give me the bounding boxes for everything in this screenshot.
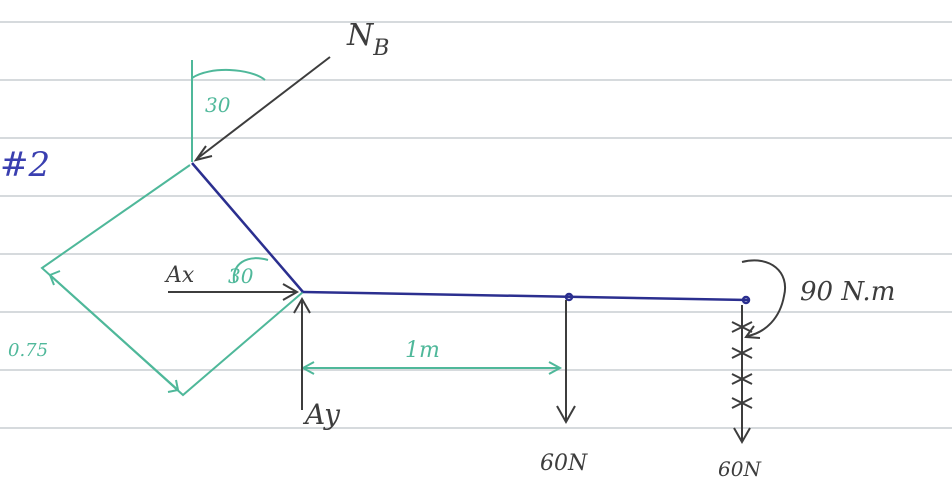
arrowhead xyxy=(733,427,751,445)
forces xyxy=(168,56,787,445)
reaction-y-label: Ay xyxy=(302,398,341,431)
reaction-x-label: Ax xyxy=(164,263,195,288)
span-dimension-label: 1m xyxy=(405,338,440,363)
arrowhead xyxy=(48,270,61,286)
arrowhead xyxy=(282,283,300,301)
dimension-line xyxy=(49,274,179,391)
load-point xyxy=(564,292,574,302)
span-dimension-arrow xyxy=(300,361,563,375)
arrowhead xyxy=(548,361,563,375)
moment-arc xyxy=(741,259,787,337)
beam-horizontal-segment xyxy=(302,290,749,302)
scribble-marks xyxy=(731,321,753,409)
angle-arc-top xyxy=(191,68,266,81)
normal-force-arrow xyxy=(197,56,331,159)
ruled-lines xyxy=(0,21,952,429)
end-load-label: 60N xyxy=(718,457,762,481)
beam xyxy=(191,162,751,305)
point-load-label: 60N xyxy=(540,451,588,476)
angle-arc-pin xyxy=(232,257,269,283)
labels: NB 30 30 Ax Ay 0.75 1m 60N 90 N.m 60N xyxy=(8,18,895,481)
arrowhead xyxy=(744,325,761,339)
arrowhead xyxy=(293,296,311,314)
angle-label-top: 30 xyxy=(205,93,231,117)
arrowhead xyxy=(556,405,576,425)
angle-label-pin: 30 xyxy=(228,264,254,288)
dimension-rectangle xyxy=(40,60,304,397)
moment-label: 90 N.m xyxy=(800,277,895,307)
normal-force-label: NB xyxy=(346,18,389,61)
problem-number: #2 xyxy=(0,145,50,185)
diag-dimension-label: 0.75 xyxy=(8,340,48,361)
arrowhead xyxy=(193,145,213,162)
beam-inclined-segment xyxy=(191,162,304,293)
diag-dimension-arrow xyxy=(48,270,180,393)
beam-end-point xyxy=(741,295,751,305)
arrowhead xyxy=(167,379,180,393)
